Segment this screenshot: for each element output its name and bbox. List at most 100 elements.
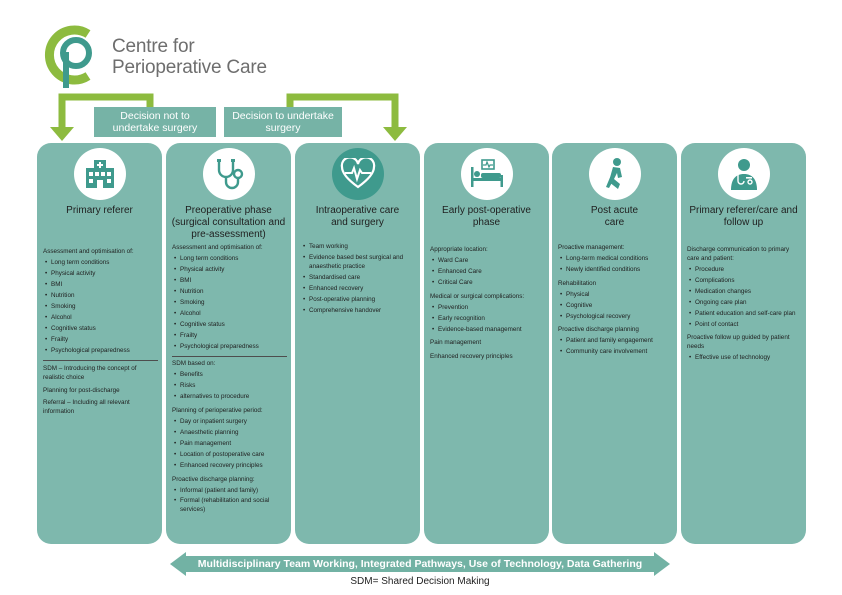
list-item: Medication changes (687, 288, 802, 297)
stethoscope-icon-circle (202, 148, 255, 200)
section-heading: Appropriate location: (430, 246, 488, 253)
section-heading: Enhanced recovery principles (430, 352, 513, 360)
logo-line-2: Perioperative Care (112, 57, 267, 78)
section-heading: Proactive follow up guided by patient ne… (687, 334, 790, 350)
list-item: Procedure (687, 266, 802, 275)
list-item: alternatives to procedure (172, 393, 287, 402)
section-heading: Proactive discharge planning (558, 326, 639, 334)
list-item: BMI (172, 277, 287, 286)
section-heading: Pain management (430, 339, 482, 347)
column-primary-care-follow-up: Primary referer/care and follow up Disch… (681, 143, 806, 544)
paragraph: SDM – Introducing the concept of realist… (43, 365, 137, 382)
bullet-list: Long term conditions Physical activity B… (172, 255, 287, 351)
paragraph: Planning for post-discharge (43, 386, 120, 394)
column-post-acute-care: Post acute care Proactive management: Lo… (552, 143, 677, 544)
column-title: Preoperative phase (surgical consultatio… (171, 205, 286, 240)
list-item: Long-term medical conditions (558, 255, 673, 264)
divider (43, 360, 158, 362)
column-body: Discharge communication to primary care … (687, 243, 802, 362)
list-item: Newly identified conditions (558, 266, 673, 275)
bottom-arrow-label: Multidisciplinary Team Working, Integrat… (197, 558, 643, 570)
section-heading: Planning of perioperative period: (172, 407, 263, 414)
column-body: Appropriate location: Ward Care Enhanced… (430, 243, 545, 361)
doctor-icon (730, 159, 757, 190)
list-item: Ward Care (430, 257, 545, 266)
column-primary-referer: Primary referer Assessment and optimisat… (37, 143, 162, 544)
column-title: Early post-operative phase (442, 205, 531, 228)
section-heading: Assessment and optimisation of: (43, 248, 134, 255)
list-item: Cognitive status (43, 325, 158, 334)
list-item: Evidence based best surgical and anaesth… (301, 254, 416, 271)
column-body: Team working Evidence based best surgica… (301, 241, 416, 316)
list-item: Long term conditions (43, 259, 158, 268)
list-item: Risks (172, 382, 287, 391)
list-item: Frailty (172, 332, 287, 341)
list-item: Prevention (430, 304, 545, 313)
list-item: Long term conditions (172, 255, 287, 264)
bullet-list: Physical Cognitive Psychological recover… (558, 291, 673, 322)
list-item: Physical activity (172, 266, 287, 275)
paragraph: Referral – Including all relevant inform… (43, 399, 130, 415)
column-preoperative-phase: Preoperative phase (surgical consultatio… (166, 143, 291, 544)
list-item: Ongoing care plan (687, 299, 802, 308)
list-item: Enhanced recovery (301, 285, 416, 294)
bullet-list: Patient and family engagement Community … (558, 337, 673, 357)
list-item: Physical (558, 291, 673, 300)
list-item: Day or inpatient surgery (172, 418, 287, 427)
list-item: Cognitive (558, 302, 673, 311)
list-item: Patient education and self-care plan (687, 310, 802, 319)
column-body: Assessment and optimisation of: Long ter… (172, 241, 287, 515)
column-title: Primary referer/care and follow up (689, 205, 798, 228)
walking-person-icon-circle (588, 148, 641, 200)
list-item: Nutrition (43, 292, 158, 301)
bullet-list: Day or inpatient surgery Anaesthetic pla… (172, 418, 287, 471)
hospital-icon-circle (73, 148, 126, 200)
doctor-icon-circle (717, 148, 770, 200)
column-body: Proactive management: Long-term medical … (558, 241, 673, 357)
list-item: Complications (687, 277, 802, 286)
column-intraoperative: Intraoperative care and surgery Team wor… (295, 143, 420, 544)
section-heading: Proactive discharge planning: (172, 475, 255, 483)
logo-line-1: Centre for (112, 36, 195, 57)
bullet-list: Effective use of technology (687, 354, 802, 363)
list-item: Comprehensive handover (301, 307, 416, 316)
bullet-list: Long-term medical conditions Newly ident… (558, 255, 673, 275)
list-item: Enhanced recovery principles (172, 462, 287, 471)
list-item: BMI (43, 281, 158, 290)
list-item: Enhanced Care (430, 268, 545, 277)
list-item: Post-operative planning (301, 296, 416, 305)
cpoc-logo-icon (44, 25, 92, 88)
hospital-bed-icon (470, 159, 503, 187)
list-item: Effective use of technology (687, 354, 802, 363)
list-item: Pain management (172, 440, 287, 449)
bullet-list: Ward Care Enhanced Care Critical Care (430, 257, 545, 288)
list-item: Informal (patient and family) (172, 487, 287, 496)
stethoscope-icon (216, 159, 243, 190)
column-title: Intraoperative care and surgery (315, 205, 400, 228)
list-item: Nutrition (172, 288, 287, 297)
list-item: Point of contact (687, 321, 802, 330)
column-title: Primary referer (66, 205, 133, 216)
list-item: Frailty (43, 336, 158, 345)
list-item: Evidence-based management (430, 326, 545, 335)
bullet-list: Long term conditions Physical activity B… (43, 259, 158, 355)
list-item: Psychological recovery (558, 313, 673, 322)
bullet-list: Team working Evidence based best surgica… (301, 243, 416, 315)
logo-text: Centre for Perioperative Care (112, 36, 267, 78)
list-item: Standardised care (301, 274, 416, 283)
walking-person-icon (605, 158, 622, 189)
bullet-list: Procedure Complications Medication chang… (687, 266, 802, 330)
list-item: Alcohol (172, 310, 287, 319)
section-heading: Discharge communication to primary care … (687, 246, 790, 262)
column-early-post-operative: Early post-operative phase Appropriate l… (424, 143, 549, 544)
section-heading: Medical or surgical complications: (430, 292, 525, 300)
list-item: Community care involvement (558, 348, 673, 357)
list-item: Location of postoperative care (172, 451, 287, 460)
column-title: Post acute care (590, 205, 639, 228)
hospital-icon (85, 160, 114, 188)
bottom-double-arrow (170, 552, 670, 576)
section-heading: Proactive management: (558, 244, 625, 251)
section-heading: Rehabilitation (558, 279, 597, 287)
logo: Centre for Perioperative Care (42, 22, 282, 92)
heartbeat-icon (340, 158, 375, 189)
